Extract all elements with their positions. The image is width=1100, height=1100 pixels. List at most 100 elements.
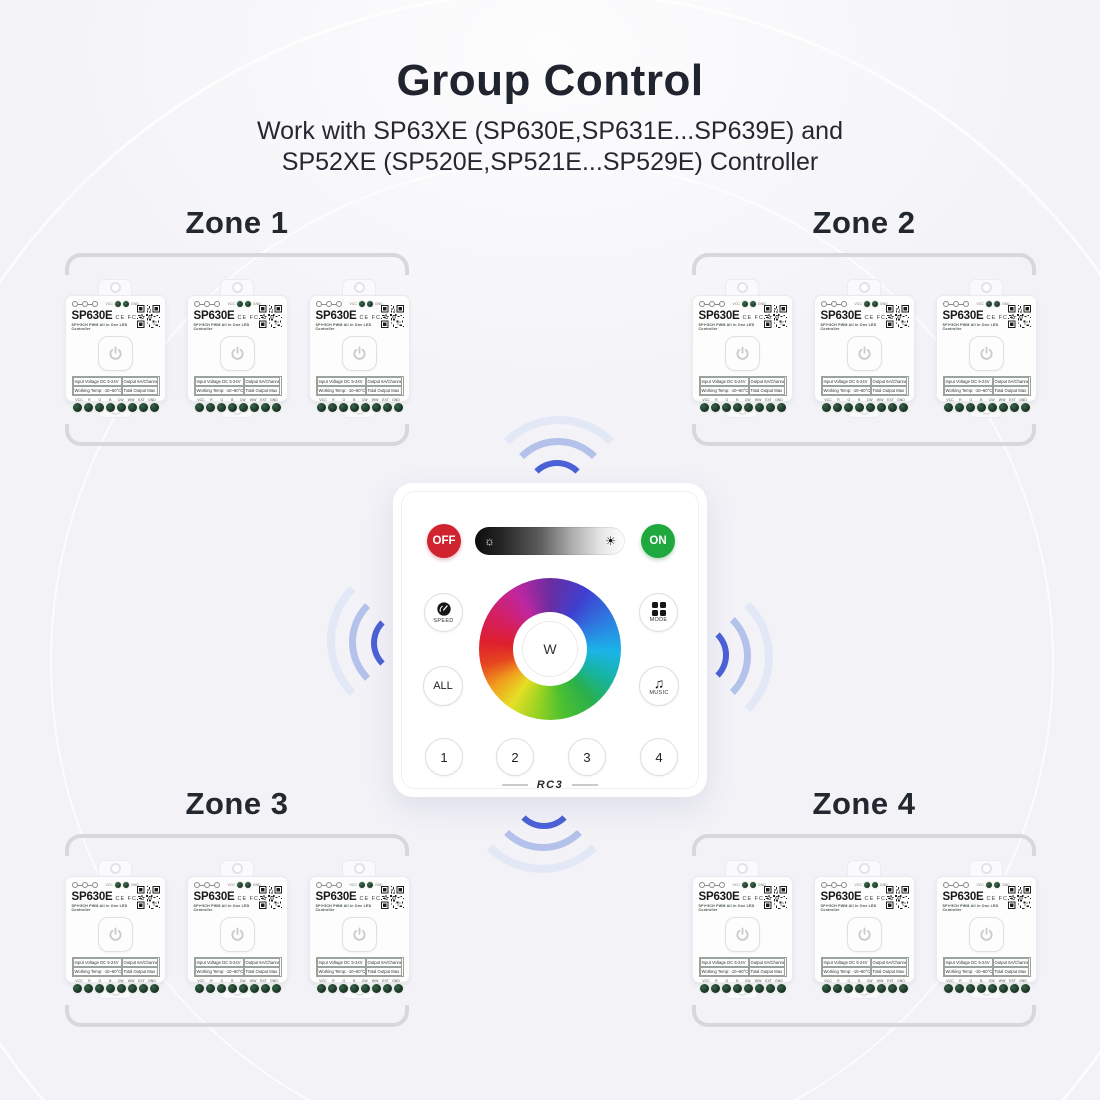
gnd-label: GND [879, 883, 888, 887]
spec-table: Input Voltage DC 5-24V Output 6A/Channel… [193, 957, 282, 977]
power-button[interactable] [342, 917, 377, 952]
terminal-icon [338, 403, 348, 412]
mount-tab-top [220, 860, 254, 876]
device-subtitle: SPI+5CH PWM All In One LED Controller [820, 904, 877, 912]
power-button[interactable] [847, 917, 882, 952]
power-button[interactable] [220, 336, 255, 371]
device-body: VCC GND SP630E CE FC ⊘ ♻ SPI+5CH PWM All… [186, 876, 288, 993]
off-button[interactable]: OFF [427, 524, 461, 558]
brand-row: RC3 [393, 779, 707, 791]
gnd-label: GND [252, 302, 261, 306]
dial-connector-icon [942, 301, 969, 307]
status-led-icon [114, 301, 121, 307]
power-button[interactable] [98, 336, 133, 371]
device-body: VCC GND SP630E CE FC ⊘ ♻ SPI+5CH PWM All… [691, 295, 793, 412]
brightness-slider[interactable]: ☼ ☀ [475, 527, 625, 555]
spec-cell: Total Output Max 12A [121, 386, 159, 395]
vcc-label: VCC [227, 302, 235, 306]
spec-cell: Total Output Max 12A [992, 967, 1030, 976]
spec-table: Input Voltage DC 5-24V Output 6A/Channel… [193, 376, 282, 396]
zone-button-2[interactable]: 2 [496, 738, 534, 776]
terminal-icon [876, 403, 886, 412]
terminal-block [699, 984, 787, 993]
terminal-icon [327, 403, 337, 412]
vcc-label: VCC [854, 883, 862, 887]
certification-marks: CE FC ⊘ ♻ [359, 896, 398, 902]
spec-cell: Working Temp: -10~60°C [943, 386, 993, 395]
spec-cell: Output 6A/Channel [748, 377, 786, 386]
qr-code-icon [258, 886, 282, 909]
terminal-icon [382, 984, 392, 993]
led-controller-device: VCC GND SP630E CE FC ⊘ ♻ SPI+5CH PWM All… [186, 279, 288, 418]
device-model: SP630E [315, 891, 357, 903]
terminal-block [821, 403, 909, 412]
terminal-icon [249, 403, 259, 412]
power-button[interactable] [725, 336, 760, 371]
power-icon [231, 346, 244, 360]
terminal-icon [338, 984, 348, 993]
device-model: SP630E [193, 891, 235, 903]
screw-hole-icon [231, 863, 243, 874]
power-button[interactable] [969, 917, 1004, 952]
status-led-icon [871, 301, 878, 307]
sun-bright-icon: ☀ [605, 534, 616, 548]
terminal-icon [127, 984, 137, 993]
certification-marks: CE FC ⊘ ♻ [237, 896, 276, 902]
mount-tab-top [969, 279, 1003, 295]
terminal-icon [393, 984, 403, 993]
power-button[interactable] [342, 336, 377, 371]
terminal-icon [1009, 403, 1019, 412]
zone-button-3[interactable]: 3 [568, 738, 606, 776]
gnd-label: GND [252, 883, 261, 887]
device-model: SP630E [820, 310, 862, 322]
terminal-icon [987, 984, 997, 993]
status-led-icon [366, 301, 373, 307]
page-title: Group Control [396, 56, 704, 105]
power-icon [980, 346, 993, 360]
vcc-label: VCC [976, 302, 984, 306]
device-body: VCC GND SP630E CE FC ⊘ ♻ SPI+5CH PWM All… [308, 876, 410, 993]
zone-bracket-top [692, 253, 1036, 275]
gnd-label: GND [1001, 302, 1010, 306]
spec-table: Input Voltage DC 5-24V Output 6A/Channel… [315, 376, 404, 396]
led-controller-device: VCC GND SP630E CE FC ⊘ ♻ SPI+5CH PWM All… [935, 279, 1037, 418]
spec-cell: Output 6A/Channel [243, 377, 281, 386]
speed-button[interactable]: SPEED [424, 593, 463, 632]
device-body: VCC GND SP630E CE FC ⊘ ♻ SPI+5CH PWM All… [64, 295, 166, 412]
qr-code-icon [380, 886, 404, 909]
spec-cell: Input Voltage DC 5-24V [194, 377, 244, 386]
terminal-icon [116, 984, 126, 993]
mode-button[interactable]: MODE [639, 593, 678, 632]
zone-button-1[interactable]: 1 [425, 738, 463, 776]
color-wheel[interactable]: W [479, 578, 621, 720]
status-led-icon [122, 882, 129, 888]
qr-code-icon [380, 305, 404, 328]
gnd-label: GND [374, 883, 383, 887]
power-button[interactable] [847, 336, 882, 371]
music-button[interactable]: ♫ MUSIC [639, 666, 679, 706]
terminal-icon [732, 403, 742, 412]
spec-cell: Working Temp: -10~60°C [316, 386, 366, 395]
terminal-icon [238, 984, 248, 993]
power-button[interactable] [969, 336, 1004, 371]
device-model: SP630E [193, 310, 235, 322]
on-button[interactable]: ON [641, 524, 675, 558]
spec-table: Input Voltage DC 5-24V Output 6A/Channel… [698, 957, 787, 977]
status-led-icon [985, 301, 992, 307]
spec-cell: Output 6A/Channel [365, 377, 403, 386]
power-button[interactable] [725, 917, 760, 952]
white-center-button[interactable]: W [523, 622, 577, 676]
status-led-icon [749, 301, 756, 307]
spec-cell: Input Voltage DC 5-24V [821, 377, 871, 386]
status-led-icon [993, 301, 1000, 307]
vcc-label: VCC [854, 302, 862, 306]
zone-button-4[interactable]: 4 [640, 738, 678, 776]
power-button[interactable] [98, 917, 133, 952]
terminal-icon [998, 403, 1008, 412]
all-button[interactable]: ALL [423, 666, 463, 706]
terminal-icon [765, 403, 775, 412]
power-button[interactable] [220, 917, 255, 952]
